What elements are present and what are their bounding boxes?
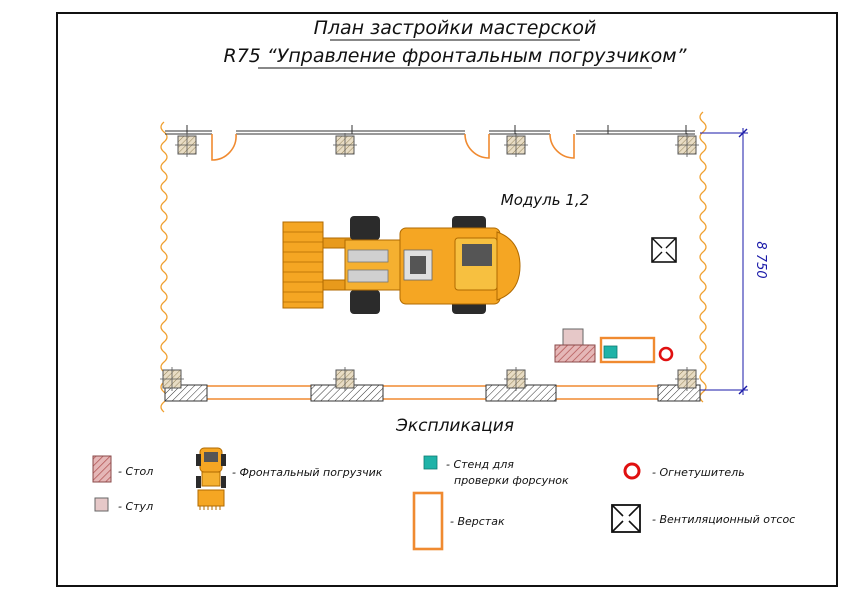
ventilation-exhaust: [651, 237, 677, 263]
column: [333, 367, 357, 391]
legend-table-label: - Стол: [118, 465, 153, 478]
bottom-wall: [164, 384, 701, 402]
column: [504, 133, 528, 157]
column: [675, 367, 699, 391]
column: [175, 133, 199, 157]
floor-plan: Модуль 1,2: [160, 111, 768, 413]
legend-ventilation-label: - Вентиляционный отсос: [652, 513, 795, 526]
left-curtain: [160, 121, 168, 413]
title-line-2: R75 “Управление фронтальным погрузчиком”: [224, 45, 687, 67]
legend-extinguisher-label: - Огнетушитель: [652, 466, 745, 479]
door-swings: [211, 133, 575, 161]
plan-table: [554, 344, 596, 363]
dimension-label: 8 750: [753, 241, 768, 278]
plan-injector-stand: [603, 345, 618, 359]
legend: Экспликация - Стол - Стул - Фронтальный …: [92, 416, 795, 551]
sheet-frame: [56, 12, 838, 587]
legend-loader-symbol: [196, 447, 226, 510]
legend-extinguisher-symbol: [623, 462, 641, 480]
right-curtain: [699, 111, 707, 403]
front-loader-top-view: [282, 216, 521, 314]
plan-chair: [562, 328, 584, 346]
top-wall: [165, 125, 695, 135]
legend-table-symbol: [92, 455, 112, 483]
title-line-1: План застройки мастерской: [314, 17, 597, 39]
column: [675, 133, 699, 157]
legend-chair-label: - Стул: [118, 500, 153, 513]
legend-ventilation-symbol: [611, 504, 641, 533]
legend-stand-label-2: проверки форсунок: [454, 474, 569, 487]
legend-workbench-label: - Верстак: [450, 515, 505, 528]
plan-extinguisher: [658, 346, 674, 362]
column: [504, 367, 528, 391]
columns: [160, 133, 699, 391]
legend-heading: Экспликация: [395, 416, 514, 436]
column: [333, 133, 357, 157]
module-label: Модуль 1,2: [501, 191, 589, 209]
legend-loader-label: - Фронтальный погрузчик: [232, 466, 383, 479]
dimension-line: [700, 128, 748, 395]
column: [160, 367, 184, 391]
legend-stand-label-1: - Стенд для: [446, 458, 514, 471]
legend-chair-symbol: [94, 497, 109, 512]
legend-stand-symbol: [423, 455, 438, 470]
legend-workbench-symbol: [412, 491, 444, 551]
